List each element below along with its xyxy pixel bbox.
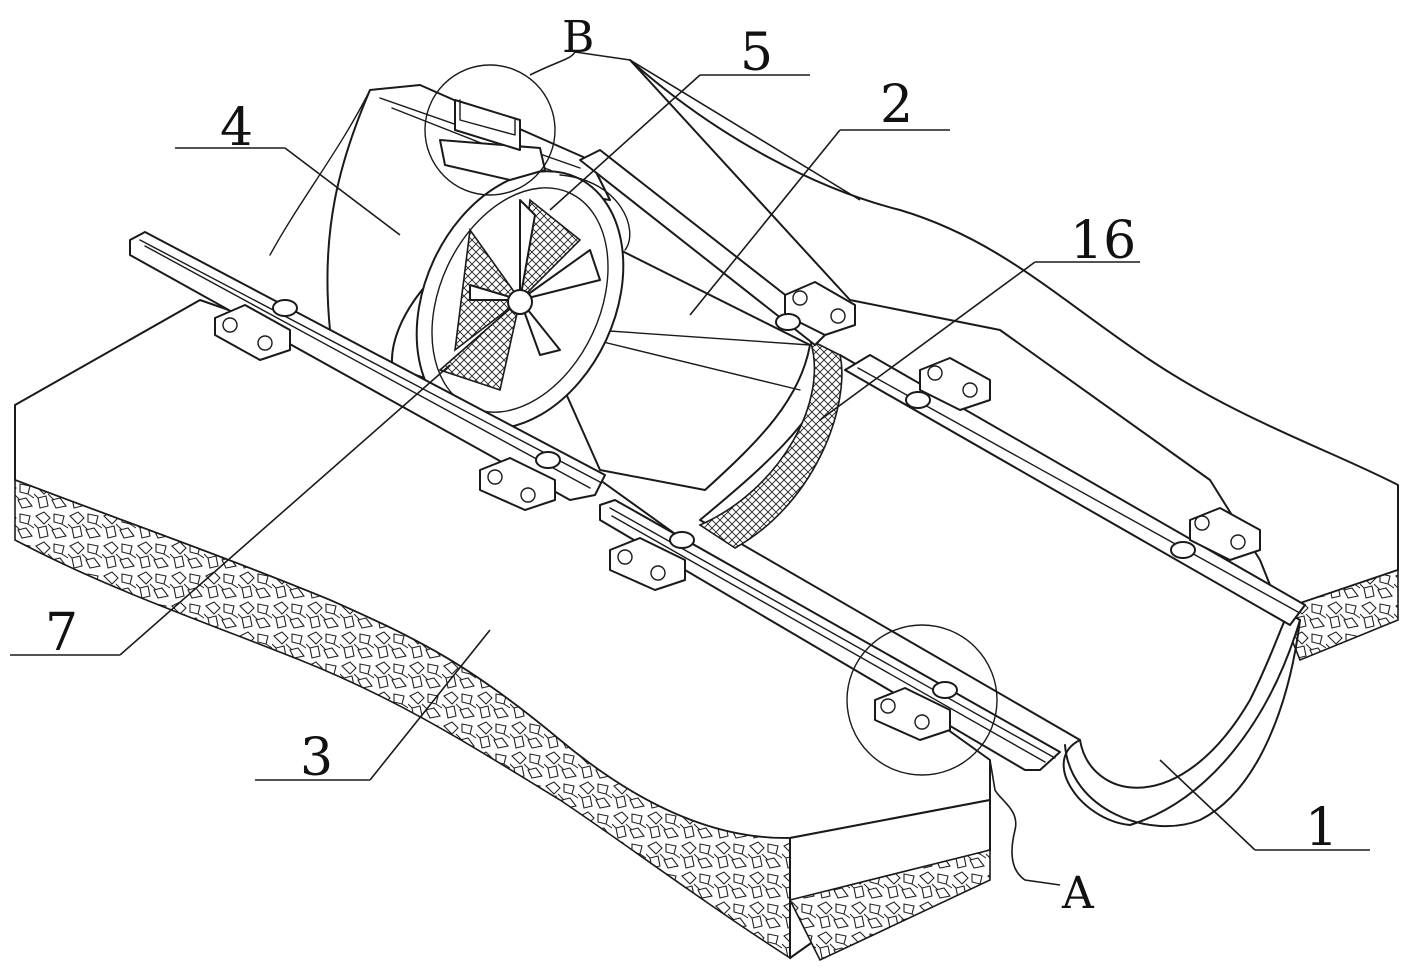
label-2: 2	[880, 75, 913, 135]
label-B: B	[562, 12, 594, 63]
label-16: 16	[1070, 211, 1136, 271]
label-A: A	[1061, 868, 1095, 919]
detail-circle-b	[424, 64, 556, 196]
fan-wheel	[415, 170, 631, 430]
mesh-screen	[698, 338, 843, 549]
leader-lines	[10, 51, 1370, 886]
mounting-tabs	[214, 281, 1261, 741]
label-5: 5	[740, 23, 773, 83]
left-ground-block	[14, 299, 991, 962]
label-3: 3	[300, 728, 333, 788]
detail-circle-a	[846, 624, 998, 776]
pipe-channel	[699, 354, 1301, 828]
label-7: 7	[45, 603, 78, 663]
top-bracket	[439, 99, 546, 181]
left-rail	[129, 231, 1061, 771]
label-1: 1	[1305, 798, 1338, 858]
label-4: 4	[220, 98, 253, 158]
callout-labels: 1 2 3 4 5 7 16 A B	[45, 12, 1338, 919]
right-ground-block	[629, 59, 1399, 662]
funnel-hood	[559, 229, 811, 491]
